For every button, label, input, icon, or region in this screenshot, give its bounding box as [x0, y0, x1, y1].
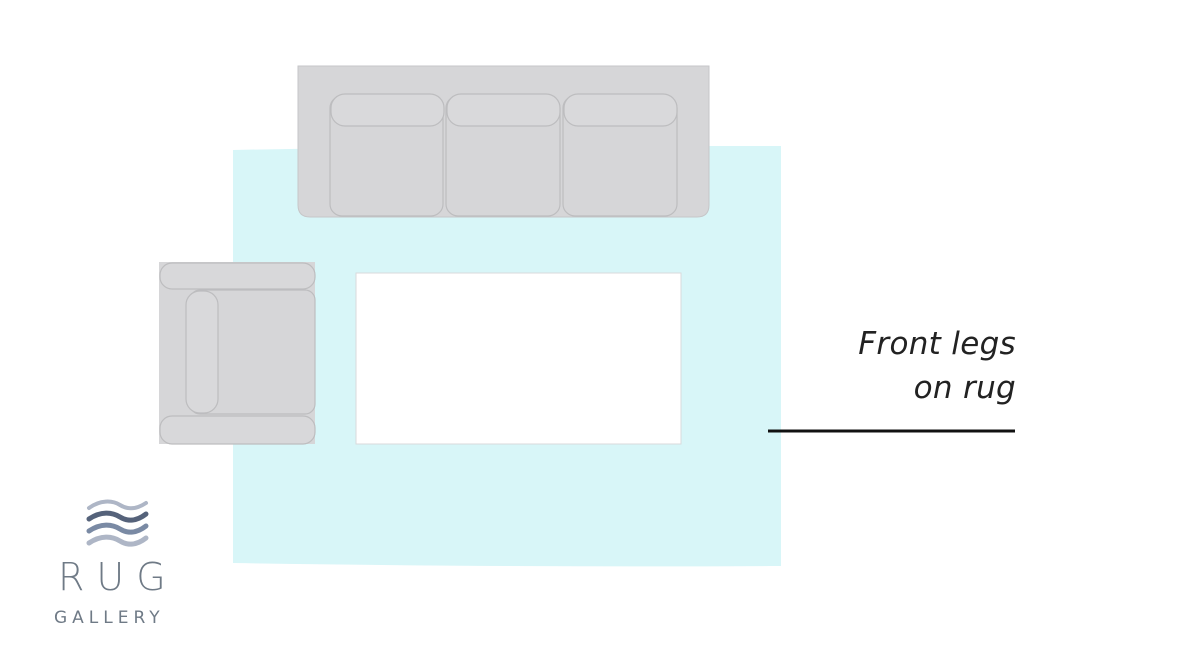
- coffee-table: [355, 272, 682, 445]
- sofa-back-cushion-right: [563, 93, 678, 127]
- sofa-back-cushion-left: [330, 93, 445, 127]
- armchair-arm-top: [159, 262, 316, 290]
- sofa: [297, 65, 710, 218]
- caption-on-rug: on rug: [913, 370, 1016, 406]
- armchair: [159, 262, 316, 445]
- armchair-arm-bottom: [159, 415, 316, 445]
- caption-front-legs: Front legs: [858, 326, 1016, 362]
- logo-subtitle: GALLERY: [54, 608, 165, 628]
- logo-wordmark: RUG: [58, 555, 178, 599]
- wave-lines-icon: [86, 499, 149, 547]
- sofa-back-cushion-middle: [446, 93, 561, 127]
- armchair-back-cushion: [185, 290, 219, 414]
